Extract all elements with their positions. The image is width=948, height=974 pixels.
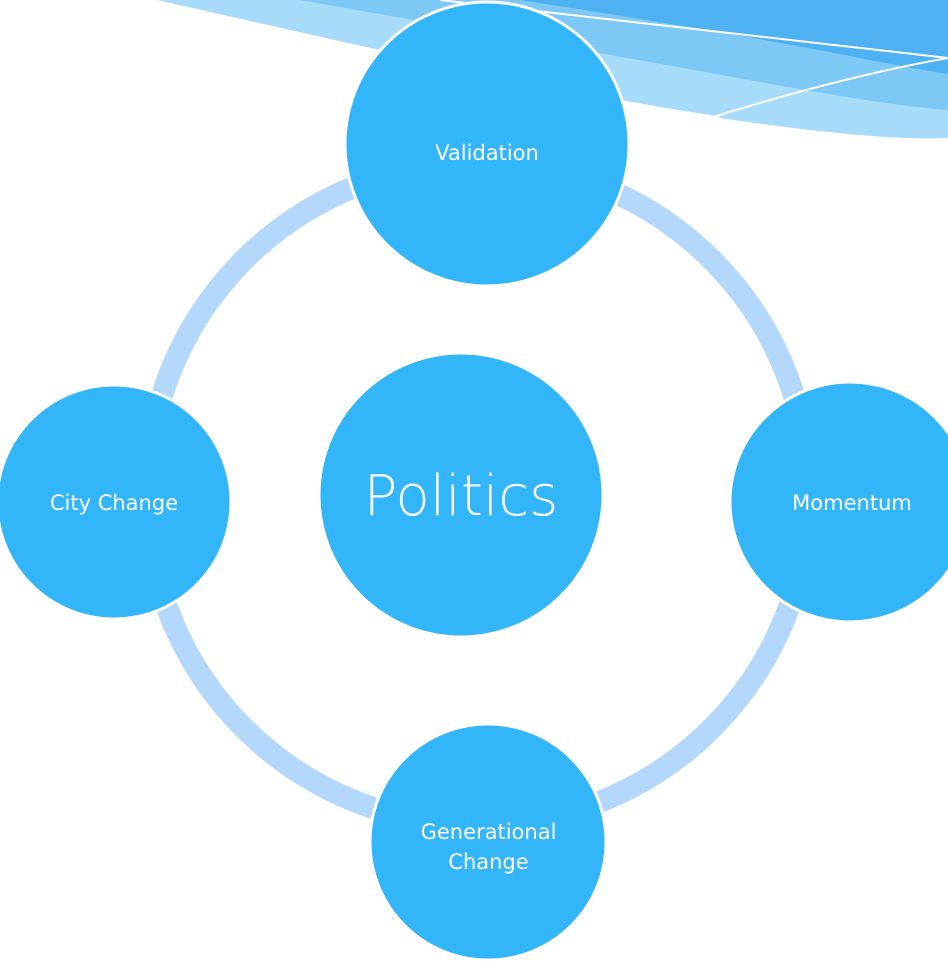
center-node: Politics: [320, 355, 602, 637]
header-swoosh-line-3: [709, 57, 948, 119]
node-circle-left: [0, 383, 233, 621]
node-city-change: City Change: [0, 390, 228, 615]
header-swoosh-dark: [520, 0, 948, 74]
node-validation: Validation: [344, 38, 630, 268]
node-city-change-label: City Change: [49, 490, 179, 515]
node-momentum: Momentum: [732, 390, 948, 615]
node-circle-right: [728, 380, 948, 624]
node-circle-center: [317, 351, 605, 639]
node-circle-top: [343, 0, 631, 288]
center-node-label: Politics: [363, 463, 559, 529]
node-validation-label: Validation: [435, 141, 539, 165]
node-circle-bottom: [368, 722, 608, 962]
node-momentum-label: Momentum: [792, 490, 912, 515]
node-generational-change-label: Generational Change: [420, 820, 557, 874]
node-generational-change: Generational Change: [370, 720, 607, 974]
